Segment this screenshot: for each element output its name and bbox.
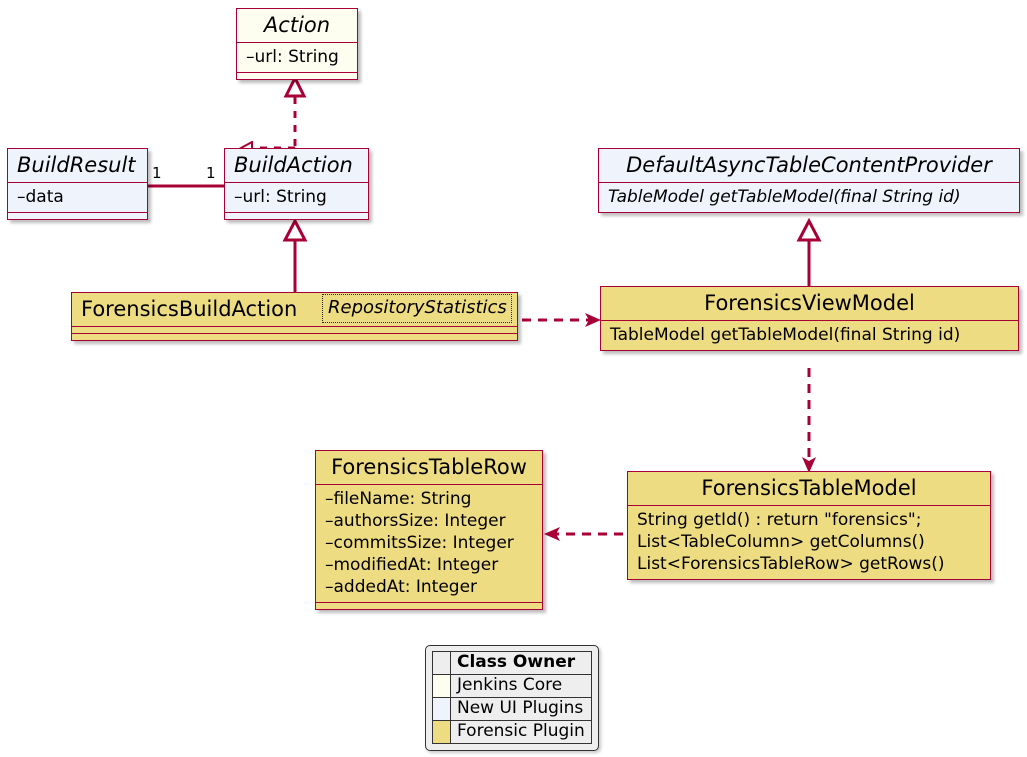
class-attributes-action: –url: String — [237, 43, 357, 73]
legend-label-jenkins-core: Jenkins Core — [450, 674, 592, 698]
class-methods-forensicsbuildaction — [72, 334, 517, 340]
method-getid: String getId() : return "forensics"; — [637, 510, 922, 530]
method-gettablemodel: TableModel getTableModel(final String id… — [608, 187, 961, 207]
class-methods-forensicsviewmodel: TableModel getTableModel(final String id… — [601, 321, 1018, 350]
class-methods-forensicstablemodel: String getId() : return "forensics"; Lis… — [628, 506, 990, 579]
arrowhead-open-viewmodel — [585, 313, 601, 327]
class-attributes-buildaction: –url: String — [225, 183, 368, 213]
class-name-forensicstablemodel: ForensicsTableModel — [628, 472, 990, 506]
arrowhead-hollow-triangle-provider — [796, 217, 822, 242]
attribute-data: –data — [17, 187, 64, 207]
class-attributes-forensicstablerow: –fileName: String –authorsSize: Integer … — [316, 485, 542, 603]
legend-swatch-jenkins-core — [432, 674, 451, 698]
class-name-buildresult: BuildResult — [8, 149, 147, 183]
legend-label-new-ui-plugins: New UI Plugins — [450, 697, 592, 721]
class-name-buildaction: BuildAction — [225, 149, 368, 183]
class-name-forensicstablerow: ForensicsTableRow — [316, 451, 542, 485]
legend-swatch-header — [432, 651, 451, 675]
class-name-forensicsviewmodel: ForensicsViewModel — [601, 287, 1018, 321]
class-box-defaultasynctablecontentprovider[interactable]: DefaultAsyncTableContentProvider TableMo… — [598, 148, 1020, 213]
class-methods-buildaction — [225, 213, 368, 219]
class-methods-forensicstablerow — [316, 603, 542, 609]
method-getcolumns: List<TableColumn> getColumns() — [637, 532, 925, 552]
method-gettablemodel: TableModel getTableModel(final String id… — [610, 325, 961, 345]
legend-row: Jenkins Core — [432, 674, 592, 698]
legend: Class Owner Jenkins Core New UI Plugins … — [425, 645, 599, 751]
class-box-buildaction[interactable]: BuildAction –url: String — [224, 148, 369, 220]
legend-row: New UI Plugins — [432, 697, 592, 721]
attribute-url: –url: String — [234, 187, 327, 207]
class-box-forensicstablerow[interactable]: ForensicsTableRow –fileName: String –aut… — [315, 450, 543, 610]
class-attributes-forensicsbuildaction — [72, 327, 517, 334]
class-methods-defaultasynctablecontentprovider: TableModel getTableModel(final String id… — [599, 183, 1019, 212]
legend-swatch-forensic-plugin — [432, 720, 451, 744]
legend-swatch-new-ui-plugins — [432, 697, 451, 721]
attribute-filename: –fileName: String — [325, 489, 472, 509]
class-box-buildresult[interactable]: BuildResult –data — [7, 148, 148, 220]
class-methods-action — [237, 73, 357, 79]
legend-header-label: Class Owner — [450, 651, 592, 675]
legend-header-row: Class Owner — [432, 651, 592, 675]
multiplicity-source: 1 — [152, 164, 162, 182]
arrowhead-open-tablerow — [544, 527, 560, 541]
class-name-defaultasynctablecontentprovider: DefaultAsyncTableContentProvider — [599, 149, 1019, 183]
class-box-forensicstablemodel[interactable]: ForensicsTableModel String getId() : ret… — [627, 471, 991, 580]
arrowhead-hollow-triangle-action — [283, 74, 307, 98]
class-methods-buildresult — [8, 213, 147, 219]
attribute-authorssize: –authorsSize: Integer — [325, 511, 506, 531]
class-attributes-buildresult: –data — [8, 183, 147, 213]
attribute-url: –url: String — [246, 47, 339, 67]
class-box-forensicsviewmodel[interactable]: ForensicsViewModel TableModel getTableMo… — [600, 286, 1019, 351]
legend-table: Class Owner Jenkins Core New UI Plugins … — [432, 651, 592, 744]
method-getrows: List<ForensicsTableRow> getRows() — [637, 554, 945, 574]
legend-label-forensic-plugin: Forensic Plugin — [450, 720, 592, 744]
class-name-forensicsbuildaction: ForensicsBuildAction — [72, 293, 517, 327]
multiplicity-target: 1 — [206, 164, 216, 182]
legend-row: Forensic Plugin — [432, 720, 592, 744]
class-name-action: Action — [237, 9, 357, 43]
class-box-action[interactable]: Action –url: String — [236, 8, 358, 80]
note-repositorystatistics: RepositoryStatistics — [322, 294, 512, 323]
arrowhead-hollow-triangle-buildaction — [282, 217, 308, 242]
attribute-commitssize: –commitsSize: Integer — [325, 533, 514, 553]
attribute-addedat: –addedAt: Integer — [325, 577, 478, 597]
attribute-modifiedat: –modifiedAt: Integer — [325, 555, 499, 575]
